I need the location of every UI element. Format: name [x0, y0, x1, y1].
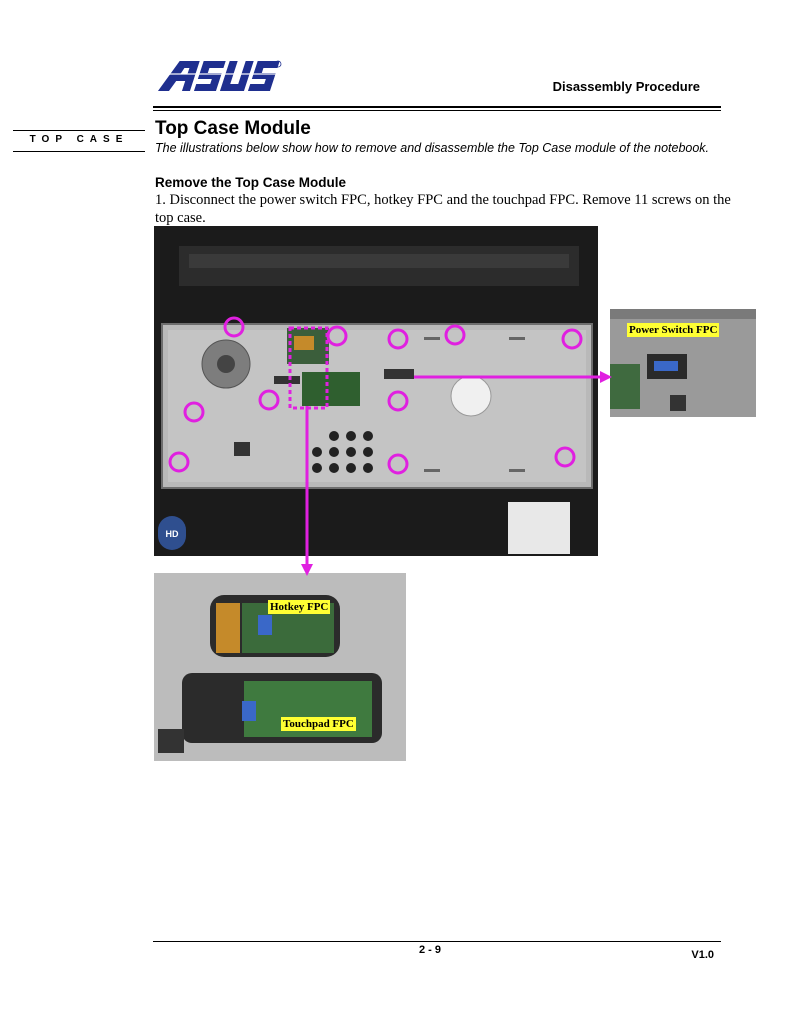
- touchpad-fpc-label: Touchpad FPC: [281, 717, 356, 731]
- hotkey-fpc-label: Hotkey FPC: [268, 600, 331, 614]
- document-version: V1.0: [691, 949, 714, 961]
- header-rule: [153, 106, 721, 108]
- footer-rule: [153, 941, 721, 942]
- top-case-photo: HD: [154, 226, 598, 556]
- header-title: Disassembly Procedure: [552, 79, 700, 94]
- section-subtitle: The illustrations below show how to remo…: [155, 141, 710, 155]
- page-number: 2 - 9: [418, 944, 441, 956]
- procedure-heading: Remove the Top Case Module: [155, 175, 347, 190]
- power-switch-fpc-label: Power Switch FPC: [627, 323, 720, 337]
- section-title: Top Case Module: [155, 118, 311, 139]
- hotkey-touchpad-fpc-photo: [154, 573, 406, 761]
- side-tab-label: TOP CASE: [29, 134, 129, 145]
- side-tab-rule-bottom: [13, 151, 145, 152]
- asus-logo: [157, 60, 282, 91]
- procedure-step-1: 1. Disconnect the power switch FPC, hotk…: [155, 192, 731, 226]
- header-rule-thin: [153, 110, 721, 111]
- side-tab-rule-top: [13, 130, 145, 131]
- hd-vision-badge: HD: [166, 529, 179, 539]
